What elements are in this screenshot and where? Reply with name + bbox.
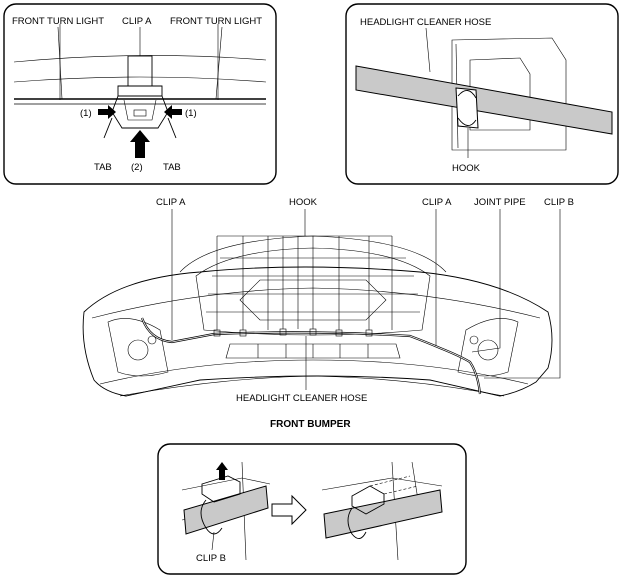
label-tab-right: TAB	[163, 162, 181, 173]
label-hook: HOOK	[289, 197, 318, 208]
label-tab-left: TAB	[94, 162, 112, 173]
label-step-1-left: (1)	[80, 108, 92, 119]
headlight-cleaner-hose	[140, 317, 482, 395]
front-bumper-illustration: CLIP A HOOK CLIP A JOINT PIPE CLIP B HEA…	[82, 197, 574, 430]
label-clip-b: CLIP B	[544, 197, 574, 208]
label-clip-a-detail: CLIP A	[122, 16, 152, 27]
clip-b-detail-panel: CLIP B	[157, 443, 467, 575]
label-clip-a-left: CLIP A	[156, 197, 186, 208]
label-headlight-cleaner-hose: HEADLIGHT CLEANER HOSE	[236, 393, 367, 404]
label-headlight-cleaner-hose-detail: HEADLIGHT CLEANER HOSE	[360, 17, 491, 28]
clip-a-detail-panel: FRONT TURN LIGHT CLIP A FRONT TURN LIGHT…	[3, 3, 277, 185]
label-hook-detail: HOOK	[452, 163, 481, 174]
label-step-2: (2)	[131, 162, 143, 173]
hook-detail-panel: HEADLIGHT CLEANER HOSE HOOK	[345, 3, 619, 185]
label-joint-pipe: JOINT PIPE	[474, 197, 526, 208]
label-front-turn-light-right: FRONT TURN LIGHT	[170, 16, 262, 27]
arrow-right-icon	[271, 494, 307, 526]
label-step-1-right: (1)	[185, 108, 197, 119]
headlight-cleaner-hose-detail	[355, 65, 613, 135]
label-clip-b-detail: CLIP B	[196, 553, 226, 564]
caption-front-bumper: FRONT BUMPER	[270, 419, 351, 430]
label-clip-a-right: CLIP A	[422, 197, 452, 208]
label-front-turn-light-left: FRONT TURN LIGHT	[12, 16, 104, 27]
